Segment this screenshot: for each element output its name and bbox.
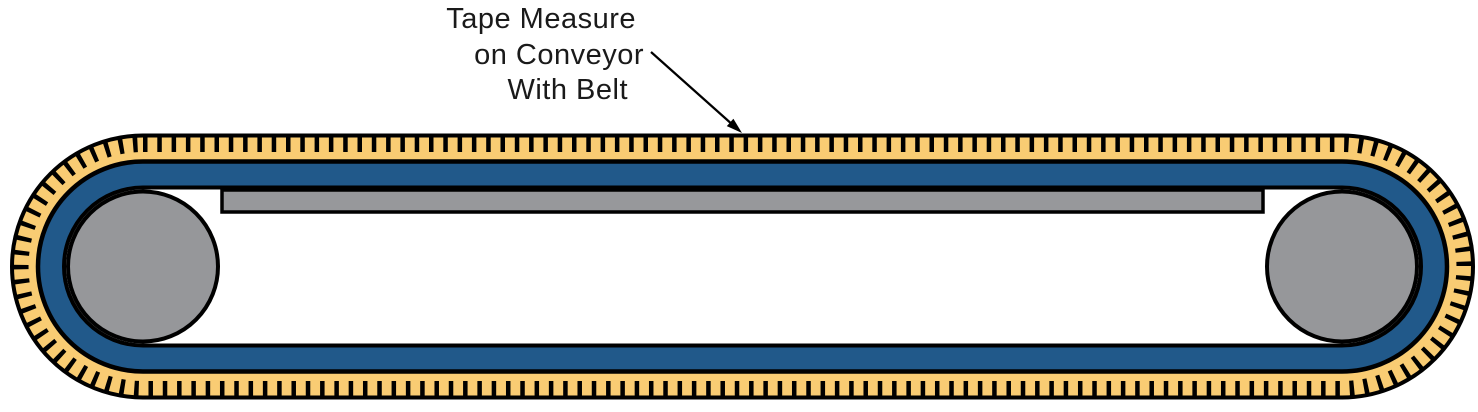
conveyor-bed-plate — [220, 188, 1265, 214]
left-pulley-roller — [66, 189, 220, 344]
caption-line-3: With Belt — [507, 74, 628, 106]
leader-line — [650, 51, 735, 127]
right-pulley-roller — [1265, 189, 1419, 344]
belt-inner-area — [62, 185, 1423, 348]
caption-line-2: on Conveyor — [474, 39, 644, 71]
leader-arrowhead-icon — [726, 118, 742, 133]
caption-line-1: Tape Measure — [446, 3, 636, 35]
tape-measure-ticks — [11, 135, 1474, 398]
